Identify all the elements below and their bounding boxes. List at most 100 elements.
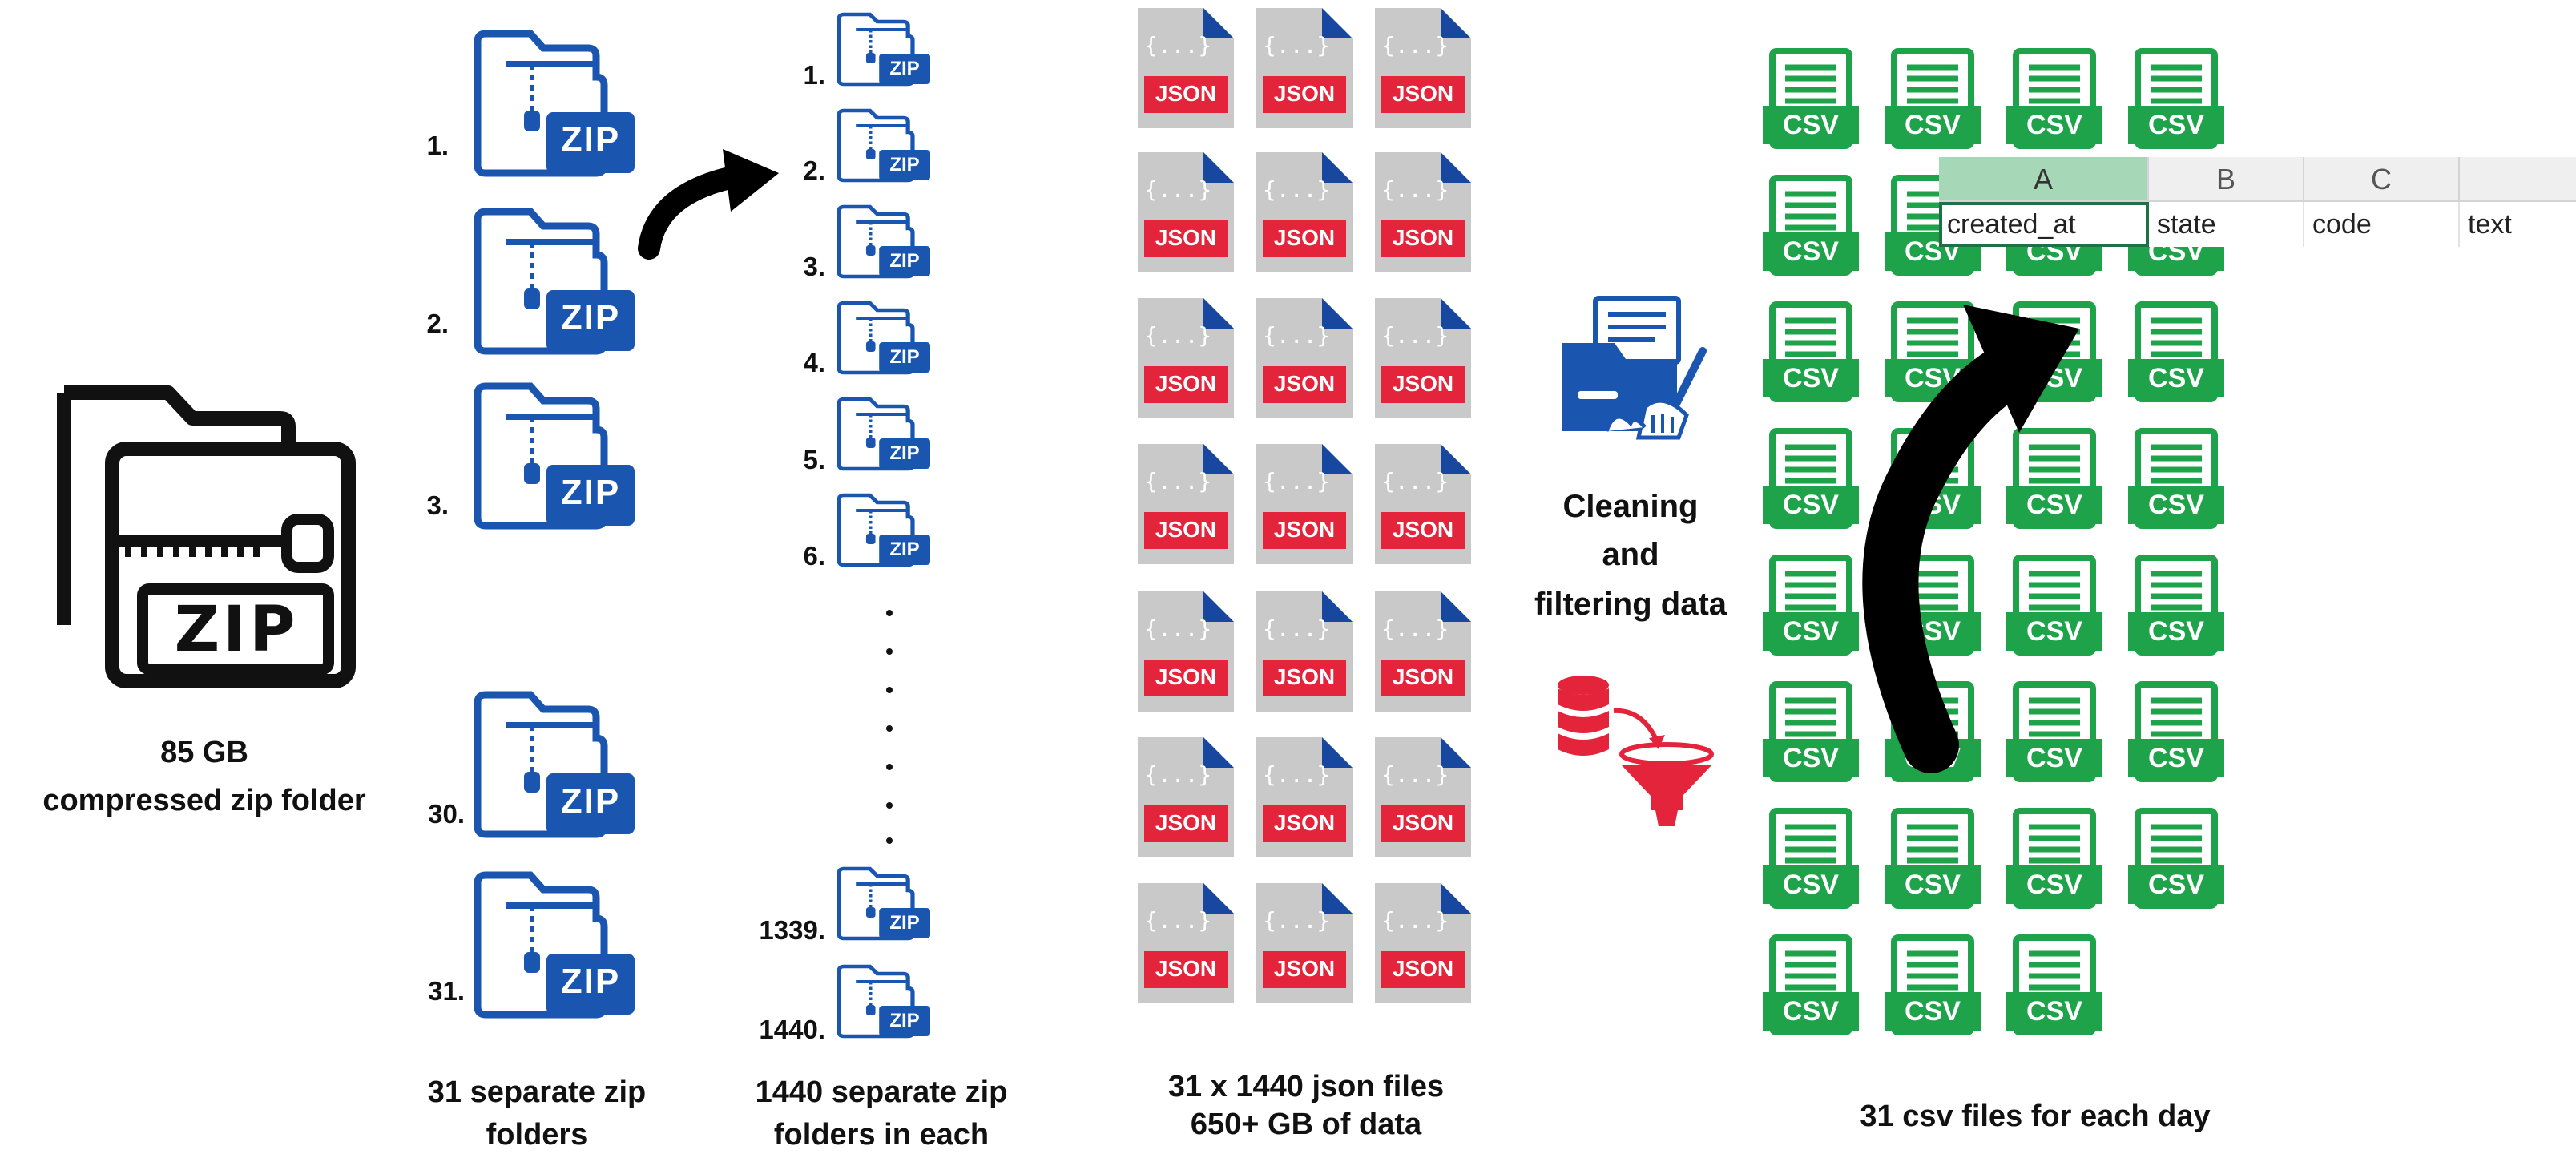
cell-text[interactable]: text xyxy=(2468,209,2512,240)
zip-folder-icon: ZIP xyxy=(474,202,635,362)
column-header-d[interactable] xyxy=(2460,157,2576,202)
json-badge-label: JSON xyxy=(1273,81,1336,106)
csv-badge-label: CSV xyxy=(2026,490,2082,520)
csv-file-icon: CSV xyxy=(2006,428,2102,532)
json-file-icon: {...}JSON xyxy=(1256,737,1353,857)
small-zip-icon: ZIP xyxy=(837,298,930,378)
zip-badge-label: ZIP xyxy=(889,250,920,272)
minute-zip-number: 1440. xyxy=(759,1015,825,1044)
json-brace-label: {...} xyxy=(1263,615,1331,642)
column-header-a[interactable]: A xyxy=(1939,157,2149,202)
zip-folder-icon: ZIP xyxy=(474,24,635,184)
csv-file-icon: CSV xyxy=(2128,428,2224,532)
csv-file-icon: CSV xyxy=(2006,808,2102,912)
json-badge-label: JSON xyxy=(1155,810,1217,835)
json-brace-label: {...} xyxy=(1263,32,1331,59)
json-file-icon: {...} JSON xyxy=(1256,444,1353,564)
day-zip-number: 2. xyxy=(426,309,449,338)
json-brace-label: {...} xyxy=(1263,761,1331,788)
json-badge-label: JSON xyxy=(1392,956,1454,981)
minute-zip-number: 3. xyxy=(803,252,825,281)
json-badge-label: JSON xyxy=(1155,956,1217,981)
csv-file-icon: CSV xyxy=(1763,175,1859,279)
json-file-icon: {...}JSON xyxy=(1138,883,1234,1003)
json-badge-label: JSON xyxy=(1392,81,1454,106)
minute-zips-caption-line2: folders in each xyxy=(773,1118,990,1152)
json-file-icon: {...}JSON xyxy=(1138,152,1234,272)
cell-created-at[interactable]: created_at xyxy=(1939,202,2149,247)
day-zips-caption-line2: folders xyxy=(486,1118,588,1152)
json-brace-label: {...} xyxy=(1144,615,1212,642)
json-brace-label: {...} xyxy=(1263,468,1331,494)
json-badge-label: JSON xyxy=(1155,371,1217,396)
spreadsheet-preview: A B C created_at state code text xyxy=(1939,157,2576,247)
zip-badge-label: ZIP xyxy=(889,1010,920,1031)
json-badge-label: JSON xyxy=(1273,664,1336,689)
csv-badge-label: CSV xyxy=(2148,490,2204,520)
json-file-icon: {...}JSON xyxy=(1256,883,1353,1003)
zip-badge-label: ZIP xyxy=(889,539,920,560)
spreadsheet-header-row: A B C xyxy=(1939,157,2576,202)
json-brace-label: {...} xyxy=(1263,176,1331,203)
zip-badge-label: ZIP xyxy=(889,442,920,464)
day-zips-caption-line1: 31 separate zip xyxy=(427,1075,647,1109)
json-file-icon: {...}JSON xyxy=(1375,152,1471,272)
big-zip-caption-size: 85 GB xyxy=(160,736,248,769)
json-brace-label: {...} xyxy=(1144,32,1212,59)
json-file-grid: {...} JSON {...} JSON {...} JSON {...} JSON {...… xyxy=(1138,8,1482,1010)
csv-file-icon: CSV xyxy=(2006,48,2102,152)
day-zip-number: 1. xyxy=(426,131,449,160)
zip-folder-icon: ZIP xyxy=(474,377,635,537)
small-zip-icon: ZIP xyxy=(837,10,930,90)
small-zip-icon: ZIP xyxy=(837,962,930,1042)
cell-code[interactable]: code xyxy=(2304,202,2460,247)
cell-state[interactable]: state xyxy=(2149,202,2304,247)
json-badge-label: JSON xyxy=(1392,371,1454,396)
json-file-icon: {...}JSON xyxy=(1375,737,1471,857)
json-file-icon: {...}JSON xyxy=(1256,152,1353,272)
big-zip-label: ZIP xyxy=(174,594,299,666)
json-brace-label: {...} xyxy=(1381,907,1449,934)
json-caption-line2: 650+ GB of data xyxy=(1190,1108,1422,1141)
json-file-icon: {...}JSON xyxy=(1375,298,1471,418)
json-file-icon: {...} JSON xyxy=(1138,737,1234,857)
csv-file-icon: CSV xyxy=(1763,681,1859,785)
csv-badge-label: CSV xyxy=(1783,616,1839,647)
csv-file-icon: CSV xyxy=(1885,934,1981,1039)
minute-zip-number: 4. xyxy=(803,348,825,377)
csv-file-icon: CSV xyxy=(2128,681,2224,785)
csv-file-icon: CSV xyxy=(1763,428,1859,532)
json-brace-label: {...} xyxy=(1144,761,1212,788)
zip-folder-icon: ZIP xyxy=(474,865,635,1026)
csv-file-grid: CSV CSV CSV CSV CSV CSV CSV CSV CSV CSV CSV CSV CSV C… xyxy=(1763,48,2260,1058)
csv-badge-label: CSV xyxy=(1783,110,1839,140)
minute-zip-number: 2. xyxy=(803,155,825,185)
json-file-icon: {...} JSON xyxy=(1375,883,1471,1003)
column-header-b[interactable]: B xyxy=(2149,157,2304,202)
csv-badge-label: CSV xyxy=(1905,996,1961,1027)
minute-zip-number: 1339. xyxy=(759,915,825,945)
csv-badge-label: CSV xyxy=(2026,869,2082,900)
csv-badge-label: CSV xyxy=(1783,996,1839,1027)
big-zip-caption-desc: compressed zip folder xyxy=(42,784,366,817)
csv-file-icon: CSV xyxy=(1885,48,1981,152)
small-zip-icon: ZIP xyxy=(837,106,930,186)
json-file-icon: {...}JSON xyxy=(1138,298,1234,418)
json-brace-label: {...} xyxy=(1381,468,1449,494)
json-brace-label: {...} xyxy=(1263,322,1331,349)
csv-badge-label: CSV xyxy=(1905,869,1961,900)
csv-badge-label: CSV xyxy=(2026,616,2082,647)
big-zip-folder-icon: ZIP xyxy=(48,385,361,689)
data-cleaning-icon xyxy=(1558,295,1711,443)
small-zip-icon: ZIP xyxy=(837,394,930,474)
csv-badge-label: CSV xyxy=(1783,490,1839,520)
json-brace-label: {...} xyxy=(1381,761,1449,788)
csv-badge-label: CSV xyxy=(1783,869,1839,900)
spreadsheet-data-row: created_at state code text xyxy=(1939,202,2576,247)
csv-file-icon: CSV xyxy=(1885,808,1981,912)
json-badge-label: JSON xyxy=(1273,517,1336,542)
small-zip-icon: ZIP xyxy=(837,864,930,944)
column-header-c[interactable]: C xyxy=(2304,157,2460,202)
csv-badge-label: CSV xyxy=(1783,363,1839,393)
zip-badge-label: ZIP xyxy=(889,912,920,934)
